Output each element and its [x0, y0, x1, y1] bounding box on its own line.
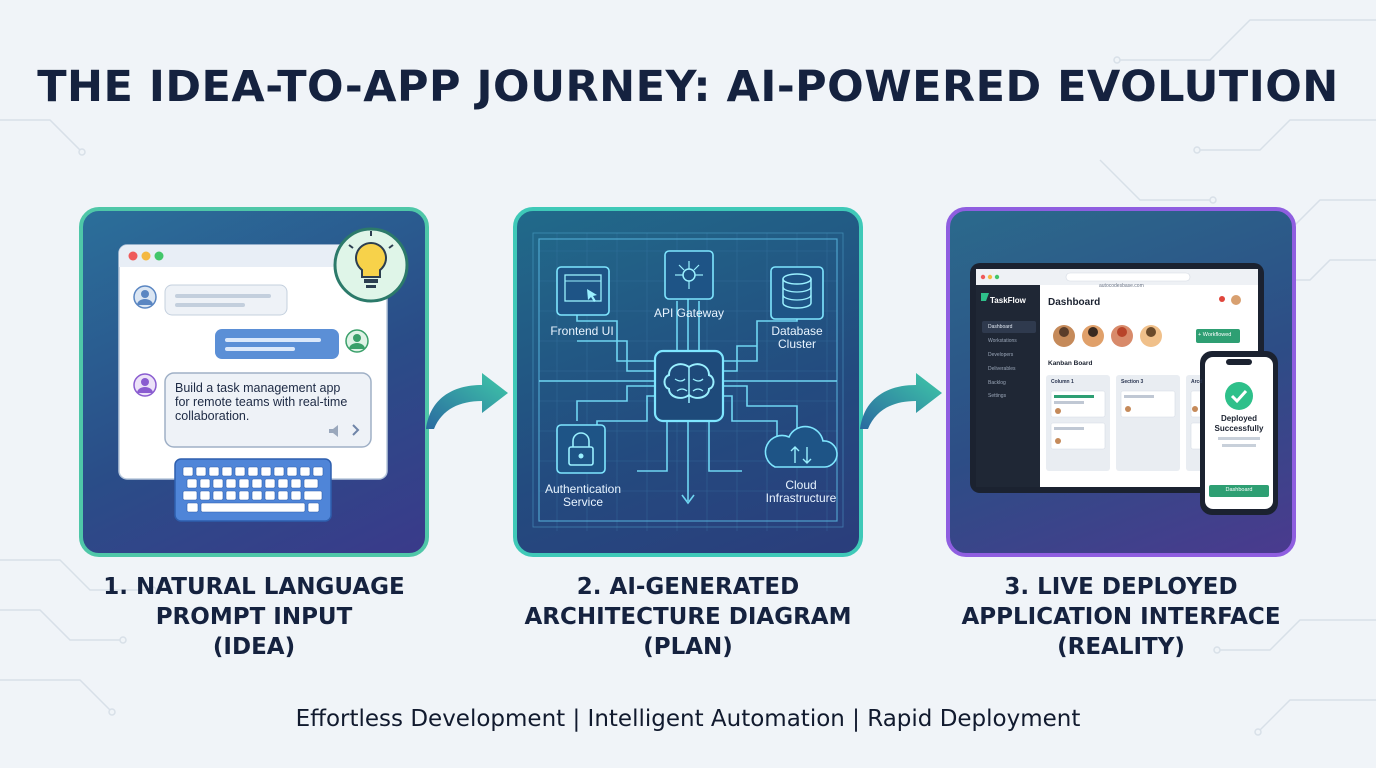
url-bar[interactable]: autocodesbase.com — [1099, 283, 1144, 289]
step-label-idea: 1. NATURAL LANGUAGE PROMPT INPUT (IDEA) — [103, 574, 405, 660]
keyboard-icon — [174, 458, 332, 522]
avatar — [1231, 295, 1241, 305]
step-label-reality: 3. LIVE DEPLOYED APPLICATION INTERFACE (… — [961, 574, 1281, 660]
architecture-illustration — [532, 232, 844, 531]
prompt-input-panel: Build a task management app for remote t… — [79, 207, 429, 557]
cloud-infrastructure-label: Cloud Infrastructure — [765, 478, 837, 505]
minimize-dot-icon — [141, 251, 151, 261]
avatar-icon — [345, 329, 369, 353]
sidebar-item[interactable]: Deliverables — [988, 366, 1016, 372]
frontend-ui-icon — [556, 266, 610, 316]
prompt-illustration — [118, 227, 409, 522]
lightbulb-icon — [333, 227, 409, 303]
sidebar-item[interactable]: Developers — [988, 352, 1014, 358]
deployed-app-panel: autocodesbase.com TaskFlow Dashboard Kan… — [946, 207, 1296, 557]
dashboard-title: Dashboard — [1048, 297, 1101, 308]
kanban-title: Kanban Board — [1048, 360, 1093, 367]
api-gateway-label: API Gateway — [653, 306, 725, 320]
main-title: THE IDEA-TO-APP JOURNEY: AI-POWERED EVOL… — [37, 62, 1339, 112]
sidebar-item[interactable]: Dashboard — [988, 324, 1013, 330]
workflow-button[interactable]: + Workflowed — [1198, 332, 1232, 338]
phone-dashboard-button[interactable]: Dashboard — [1225, 487, 1253, 493]
cloud-icon — [764, 425, 838, 468]
brain-icon — [653, 349, 725, 423]
architecture-panel: Frontend UI API Gateway Database Cluster… — [513, 207, 863, 557]
close-dot-icon — [128, 251, 138, 261]
arrow-down-icon — [681, 494, 695, 505]
auth-service-label: Authentication Service — [544, 482, 622, 509]
sidebar-item[interactable]: Backlog — [988, 380, 1006, 386]
avatar-icon — [133, 373, 157, 397]
brand-name: TaskFlow — [990, 296, 1026, 305]
api-gateway-icon — [664, 250, 714, 300]
frontend-ui-label: Frontend UI — [550, 324, 614, 338]
app-illustration — [970, 263, 1278, 515]
kanban-column-header: Arcd — [1191, 379, 1203, 385]
footer-tagline: Effortless Development | Intelligent Aut… — [295, 706, 1081, 732]
deploy-status: Deployed Successfully — [1214, 414, 1264, 433]
lock-icon — [556, 424, 606, 474]
arrow-right-icon — [426, 373, 508, 429]
checkmark-icon — [1225, 382, 1253, 410]
maximize-dot-icon — [154, 251, 164, 261]
sidebar-item[interactable]: Settings — [988, 393, 1007, 399]
sidebar-item[interactable]: Workstations — [988, 338, 1017, 344]
arrow-right-icon — [860, 373, 942, 429]
kanban-column-header: Section 3 — [1121, 379, 1144, 385]
prompt-message: Build a task management app for remote t… — [175, 381, 348, 423]
database-cluster-label: Database Cluster — [771, 324, 823, 351]
kanban-column-header: Column 1 — [1051, 379, 1074, 385]
avatar-icon — [133, 285, 157, 309]
bell-icon — [1219, 296, 1225, 302]
speaker-icon — [329, 425, 338, 437]
step-label-plan: 2. AI-GENERATED ARCHITECTURE DIAGRAM (PL… — [524, 574, 852, 660]
database-icon — [770, 266, 824, 320]
taskflow-logo-icon — [981, 293, 989, 301]
send-chevron-icon — [352, 424, 360, 436]
